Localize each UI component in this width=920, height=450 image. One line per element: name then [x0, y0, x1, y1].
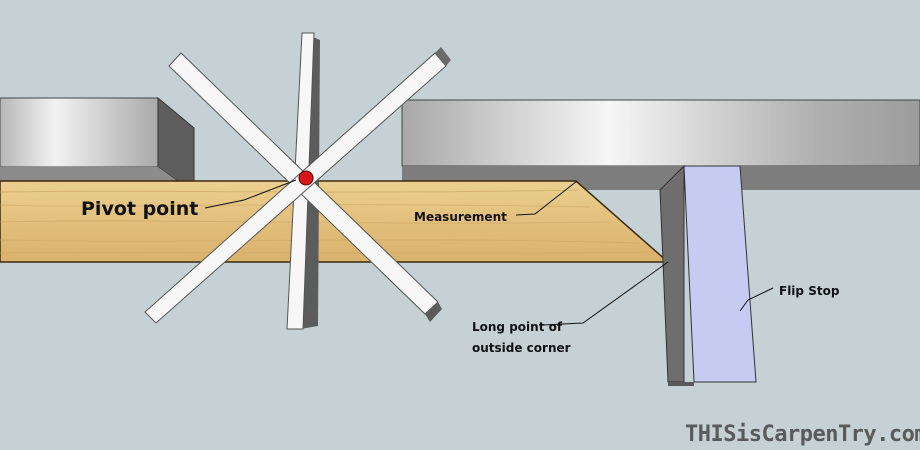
- measurement-label: Measurement: [414, 210, 507, 224]
- pivot-dot: [298, 170, 314, 186]
- right-fence: [401, 99, 920, 190]
- site-watermark: THISisCarpenTry.com: [685, 422, 920, 447]
- pivot-point-label: Pivot point: [81, 198, 198, 220]
- long-point-label-line2: outside corner: [472, 341, 571, 355]
- leader-lines: [204, 179, 774, 326]
- flip-stop-label: Flip Stop: [779, 284, 840, 298]
- long-point-label-line1: Long point of: [472, 320, 563, 334]
- left-fence: [0, 96, 195, 194]
- flip-stop: [659, 164, 757, 386]
